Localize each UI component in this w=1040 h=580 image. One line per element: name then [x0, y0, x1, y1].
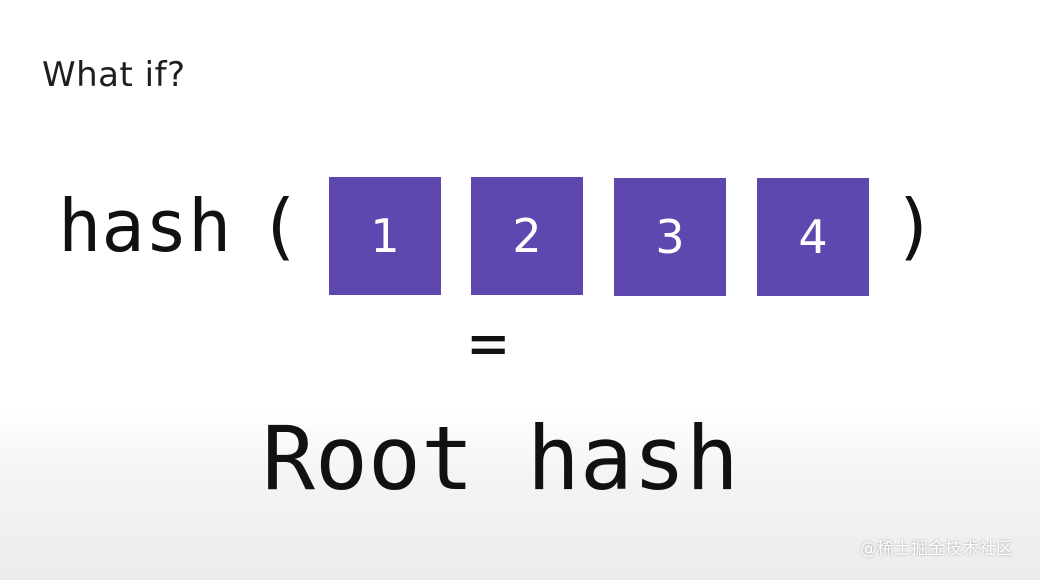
watermark: @稀土掘金技术社区 [860, 539, 1013, 559]
data-block-label: 4 [798, 210, 828, 264]
root-hash-result: Root hash [262, 407, 739, 510]
data-block-label: 2 [512, 209, 542, 263]
question-heading: What if? [42, 55, 186, 95]
data-block-2: 2 [471, 177, 583, 295]
data-block-1: 1 [329, 177, 441, 295]
data-block-4: 4 [757, 178, 869, 296]
data-block-label: 3 [655, 210, 685, 264]
equals-sign: = [469, 307, 508, 381]
data-block-label: 1 [370, 209, 400, 263]
open-parenthesis: ( [258, 184, 302, 268]
data-block-3: 3 [614, 178, 726, 296]
close-parenthesis: ) [893, 184, 937, 268]
hash-function-name: hash [58, 184, 232, 268]
